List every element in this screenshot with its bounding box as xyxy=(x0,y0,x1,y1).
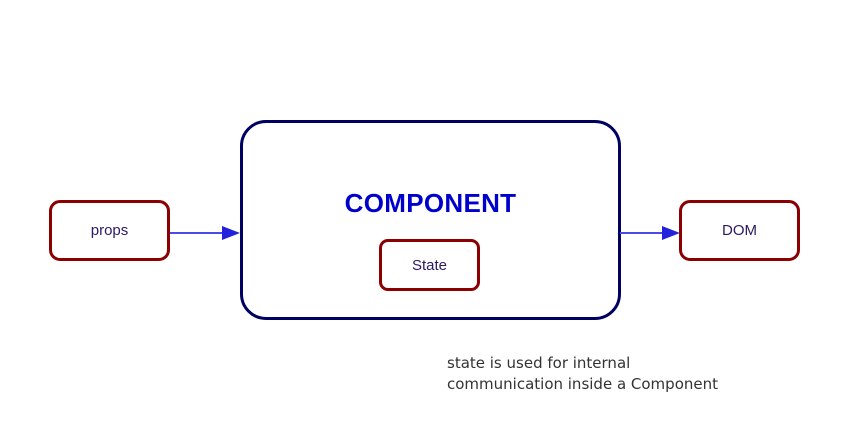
node-dom-label: DOM xyxy=(722,222,757,239)
node-component[interactable]: COMPONENT xyxy=(240,120,621,320)
arrow-component-to-dom-icon xyxy=(620,223,680,243)
caption-line-1: state is used for internal xyxy=(447,354,631,372)
arrow-props-to-component-icon xyxy=(170,223,240,243)
component-title: COMPONENT xyxy=(344,188,517,218)
node-dom[interactable]: DOM xyxy=(679,200,800,261)
node-props[interactable]: props xyxy=(49,200,170,261)
node-props-label: props xyxy=(90,222,129,239)
node-state[interactable]: State xyxy=(379,239,480,291)
diagram-caption: state is used for internal communication… xyxy=(447,353,807,395)
node-state-label: State xyxy=(411,256,448,274)
caption-line-2: communication inside a Component xyxy=(447,375,718,393)
